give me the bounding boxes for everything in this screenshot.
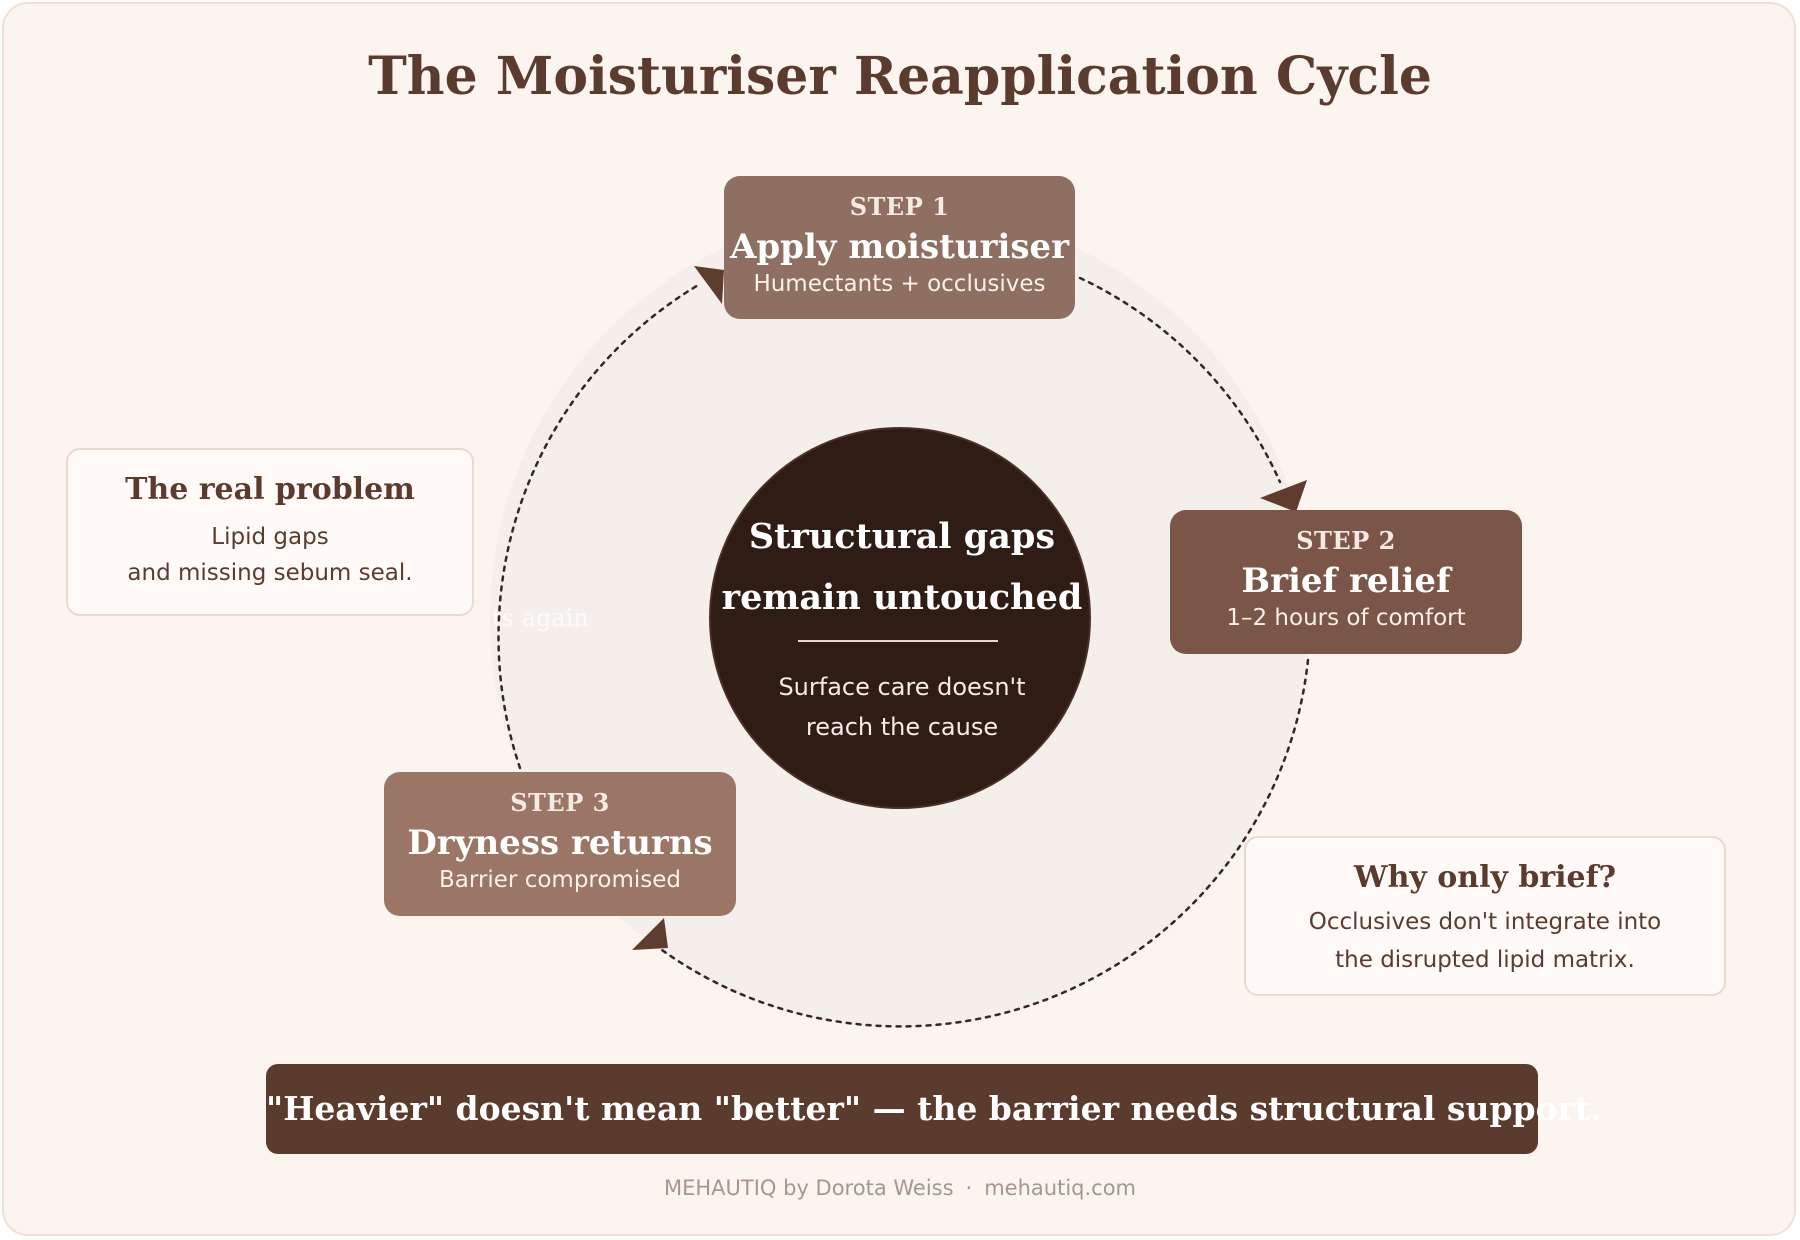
footer-site-link[interactable]: mehautiq.com — [984, 1176, 1137, 1200]
note-real-problem-body: Lipid gaps and missing sebum seal. — [68, 519, 472, 591]
center-heading: Structural gaps remain untouched — [708, 506, 1096, 628]
note-why-brief-line-2: the disrupted lipid matrix. — [1335, 947, 1635, 973]
step-2-heading: Brief relief — [1241, 561, 1451, 601]
arrow-to-step3-icon — [632, 918, 668, 950]
note-why-brief: Why only brief? Occlusives don't integra… — [1244, 836, 1726, 996]
step-3-label: STEP 3 — [510, 788, 610, 817]
footer-brand: MEHAUTIQ by Dorota Weiss — [663, 1176, 954, 1200]
ghost-text: ts again — [492, 604, 589, 632]
note-real-problem-line-2: and missing sebum seal. — [127, 560, 413, 586]
step-3-subtitle: Barrier compromised — [439, 867, 681, 893]
center-divider — [798, 640, 998, 642]
center-subtext-line-2: reach the cause — [805, 713, 999, 741]
note-why-brief-heading: Why only brief? — [1353, 860, 1617, 895]
center-heading-line-2: remain untouched — [721, 577, 1083, 618]
step-2-label: STEP 2 — [1296, 526, 1396, 555]
arrow-to-step2-icon — [1260, 480, 1307, 512]
key-message-banner: "Heavier" doesn't mean "better" — the ba… — [266, 1064, 1602, 1154]
arc-step1-to-step2 — [1078, 276, 1282, 484]
step-1-label: STEP 1 — [849, 192, 950, 221]
step-2-box: STEP 2 Brief relief 1–2 hours of comfort — [1170, 510, 1522, 654]
center-circle — [709, 427, 1091, 809]
step-1-subtitle: Humectants + occlusives — [753, 271, 1046, 297]
arc-step3-to-step1 — [497, 282, 702, 770]
step-1-box: STEP 1 Apply moisturiser Humectants + oc… — [724, 176, 1075, 319]
footer-separator: · — [965, 1176, 973, 1200]
step-2-subtitle: 1–2 hours of comfort — [1226, 605, 1466, 631]
note-real-problem-line-1: Lipid gaps — [211, 524, 329, 550]
arc-step2-to-step3 — [660, 658, 1310, 1028]
arrow-to-step1-icon — [694, 266, 724, 304]
note-why-brief-body: Occlusives don't integrate into the disr… — [1246, 903, 1724, 979]
step-1-heading: Apply moisturiser — [729, 227, 1070, 267]
step-3-box: STEP 3 Dryness returns Barrier compromis… — [384, 772, 736, 916]
note-why-brief-line-1: Occlusives don't integrate into — [1308, 909, 1662, 935]
center-subtext-line-1: Surface care doesn't — [778, 673, 1026, 701]
center-heading-line-1: Structural gaps — [748, 516, 1056, 557]
footer: MEHAUTIQ by Dorota Weiss · mehautiq.com — [0, 1176, 1800, 1200]
step-3-heading: Dryness returns — [407, 823, 713, 863]
note-real-problem: The real problem Lipid gaps and missing … — [66, 448, 474, 616]
center-subtext: Surface care doesn't reach the cause — [708, 667, 1096, 747]
note-real-problem-heading: The real problem — [125, 472, 415, 507]
page-title: The Moisturiser Reapplication Cycle — [368, 46, 1432, 107]
